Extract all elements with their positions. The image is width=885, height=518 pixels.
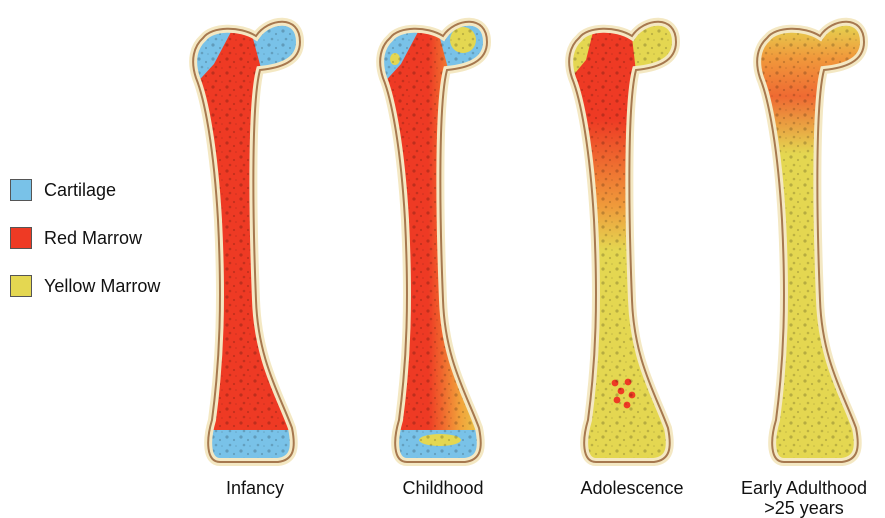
bone-infancy: [190, 0, 320, 475]
caption-adolescence: Adolescence: [562, 478, 702, 498]
caption-infancy: Infancy: [205, 478, 305, 498]
bone-childhood: [377, 0, 507, 475]
bone-early-adulthood: [754, 0, 884, 470]
bone-adolescence: [562, 0, 696, 470]
caption-early-adulthood-line2: >25 years: [724, 498, 884, 518]
caption-childhood: Childhood: [383, 478, 503, 498]
caption-early-adulthood-line1: Early Adulthood: [724, 478, 884, 498]
caption-early-adulthood: Early Adulthood >25 years: [724, 478, 884, 518]
